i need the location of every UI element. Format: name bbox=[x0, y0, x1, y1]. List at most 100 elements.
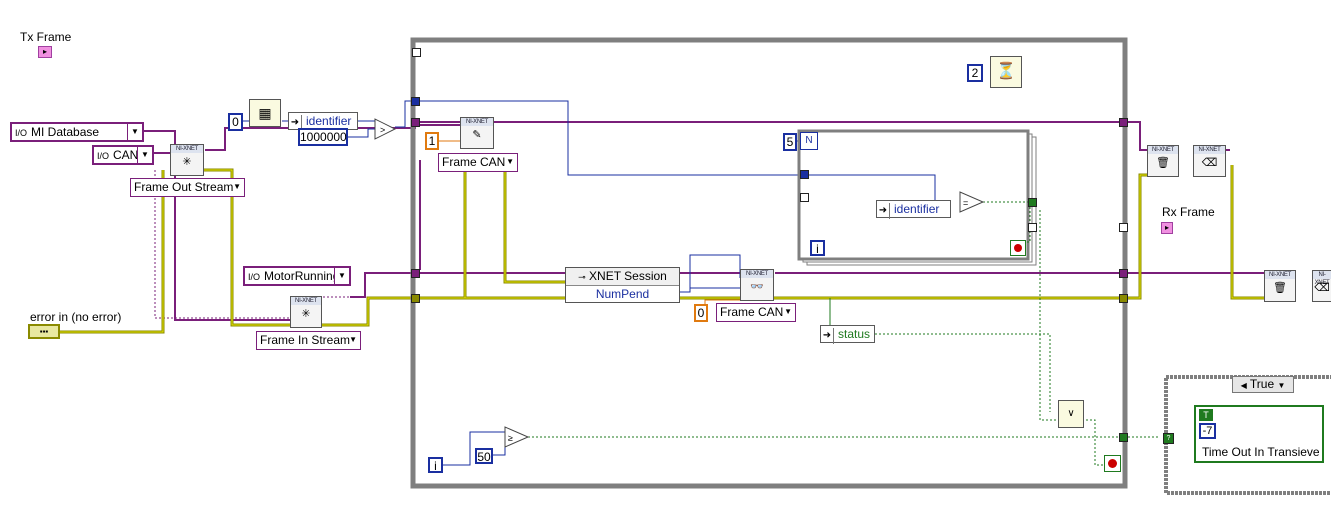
tx-frame-label: Tx Frame bbox=[20, 30, 72, 44]
const-zero-mid[interactable]: 0 bbox=[694, 304, 708, 322]
const-two[interactable]: 2 bbox=[967, 64, 983, 82]
xnet-clear-error-rx-vi[interactable]: NI-XNET ⌫ bbox=[1312, 270, 1331, 302]
chevron-down-icon[interactable]: ▼ bbox=[506, 157, 514, 166]
xnet-header: NI-XNET bbox=[291, 297, 321, 305]
or-icon[interactable]: ∨ bbox=[1058, 400, 1084, 428]
chevron-down-icon[interactable]: ▼ bbox=[349, 335, 357, 344]
xnet-header: NI-XNET bbox=[171, 145, 203, 153]
frame-out-stream-ring[interactable]: Frame Out Stream ▼ bbox=[130, 178, 245, 197]
compare-greater-icon bbox=[374, 118, 397, 140]
io-prefix: I/O bbox=[15, 128, 28, 138]
xnet-session-property-node[interactable]: ⊸ XNET Session NumPend bbox=[565, 267, 680, 303]
const-1000000[interactable]: 1000000 bbox=[298, 128, 348, 146]
wait-ms-vi[interactable]: ⏳ bbox=[990, 56, 1022, 88]
iteration-inner: i bbox=[810, 240, 825, 256]
tunnel-bool bbox=[1119, 433, 1128, 442]
chevron-down-icon[interactable]: ▼ bbox=[137, 147, 152, 163]
rx-frame-label: Rx Frame bbox=[1162, 205, 1215, 219]
identifier-bundle-top[interactable]: ➜ identifier bbox=[288, 112, 358, 131]
code-constant: -7 bbox=[1199, 423, 1216, 439]
const-50[interactable]: 50 bbox=[475, 448, 493, 464]
xnet-header: NI-XNET bbox=[1313, 271, 1331, 286]
chevron-down-icon[interactable]: ▼ bbox=[233, 182, 241, 191]
stop-icon[interactable] bbox=[1104, 455, 1121, 472]
tunnel-blue bbox=[411, 97, 420, 106]
trash-icon: 🗑 bbox=[1156, 157, 1170, 169]
arrow-right-icon: ➜ bbox=[877, 203, 890, 219]
const-five[interactable]: 5 bbox=[783, 133, 797, 151]
grid-icon: ▦ bbox=[258, 105, 272, 121]
xnet-create-session-in-vi[interactable]: NI-XNET ✳ bbox=[290, 296, 322, 328]
arrow-right-icon: ➜ bbox=[289, 115, 302, 131]
tunnel-purple bbox=[1119, 118, 1128, 127]
xnet-create-session-vi[interactable]: NI-XNET ✳ bbox=[170, 144, 204, 176]
for-loop-border bbox=[797, 129, 1030, 261]
rx-frame-terminal[interactable]: ▸ bbox=[1161, 222, 1173, 234]
inner-tunnel-empty bbox=[1028, 223, 1037, 232]
glasses-icon: 👓 bbox=[750, 281, 764, 293]
xnet-header: NI-XNET bbox=[741, 270, 773, 278]
identifier-bundle-inner[interactable]: ➜ identifier bbox=[876, 200, 951, 219]
chevron-down-icon[interactable]: ▼ bbox=[127, 124, 142, 140]
chevron-down-icon[interactable]: ▼ bbox=[784, 307, 792, 316]
tunnel-purple bbox=[1119, 269, 1128, 278]
compare-greater-icon bbox=[504, 426, 530, 448]
property-node-header: ⊸ XNET Session bbox=[566, 268, 679, 286]
xnet-read-vi[interactable]: NI-XNET 👓 bbox=[740, 269, 774, 301]
frame-in-stream-ring[interactable]: Frame In Stream ▼ bbox=[256, 331, 361, 350]
case-selector-value: True bbox=[1249, 377, 1275, 391]
status-unbundle[interactable]: ➜status bbox=[820, 325, 875, 344]
xnet-clear-vi[interactable]: NI-XNET 🗑 bbox=[1147, 145, 1179, 177]
case-selector-label[interactable]: ◀ True ▼ bbox=[1232, 376, 1294, 393]
sparkle-icon: ✳ bbox=[182, 156, 192, 168]
chevron-down-icon[interactable]: ▼ bbox=[334, 268, 349, 284]
status-name: status bbox=[838, 327, 871, 341]
tick-count-vi[interactable]: ▦ bbox=[249, 99, 281, 127]
identifier-name: identifier bbox=[306, 114, 352, 128]
xnet-header: NI-XNET bbox=[1265, 271, 1295, 279]
xnet-write-vi[interactable]: NI-XNET ✎ bbox=[460, 117, 494, 149]
svg-text:=: = bbox=[963, 198, 968, 208]
sparkle-icon: ✳ bbox=[301, 308, 311, 320]
const-one[interactable]: 1 bbox=[425, 132, 439, 150]
stop-icon[interactable] bbox=[1010, 240, 1026, 256]
numpend-property[interactable]: NumPend bbox=[595, 287, 650, 301]
tunnel-empty bbox=[1119, 223, 1128, 232]
eraser-icon: ⌫ bbox=[1201, 157, 1218, 169]
tunnel-error bbox=[411, 294, 420, 303]
pencil-icon: ✎ bbox=[472, 129, 482, 141]
loop-count-terminal: N bbox=[800, 132, 818, 150]
inner-tunnel-empty bbox=[800, 193, 809, 202]
xnet-clear-error-vi[interactable]: NI-XNET ⌫ bbox=[1193, 145, 1226, 177]
chevron-down-icon[interactable]: ▼ bbox=[1277, 381, 1286, 390]
tunnel-error bbox=[1119, 294, 1128, 303]
xnet-session-title: XNET Session bbox=[589, 269, 667, 283]
chevron-left-icon[interactable]: ◀ bbox=[1240, 381, 1247, 390]
frame-can-top-ring[interactable]: Frame CAN ▼ bbox=[438, 153, 518, 172]
tx-frame-terminal[interactable]: ▸ bbox=[38, 46, 52, 58]
svg-text:>: > bbox=[380, 125, 385, 135]
bool-constant: T bbox=[1199, 409, 1213, 421]
while-loop-border bbox=[410, 37, 1128, 489]
tunnel-purple bbox=[411, 118, 420, 127]
loop-corner-terminal bbox=[412, 48, 421, 57]
motor-running-value: MotorRunning bbox=[264, 269, 340, 283]
iteration-outer: i bbox=[428, 457, 443, 473]
tunnel-purple bbox=[411, 269, 420, 278]
error-in-label: error in (no error) bbox=[30, 310, 122, 324]
inner-tunnel-blue bbox=[800, 170, 809, 179]
error-cluster-constant[interactable]: T -7 Time Out In Transieve bbox=[1194, 405, 1324, 463]
frame-out-stream-value: Frame Out Stream bbox=[134, 180, 234, 194]
xnet-header: NI-XNET bbox=[461, 118, 493, 126]
case-message: Time Out In Transieve bbox=[1202, 445, 1320, 459]
xnet-clear-rx-vi[interactable]: NI-XNET 🗑 bbox=[1264, 270, 1296, 302]
error-cluster-terminal[interactable]: ▪▪▪ bbox=[28, 324, 60, 339]
const-zero-top[interactable]: 0 bbox=[228, 113, 243, 131]
frame-can-mid-ring[interactable]: Frame CAN ▼ bbox=[716, 303, 796, 322]
database-ring-value: MI Database bbox=[31, 125, 100, 139]
identifier-name-inner: identifier bbox=[894, 202, 940, 216]
